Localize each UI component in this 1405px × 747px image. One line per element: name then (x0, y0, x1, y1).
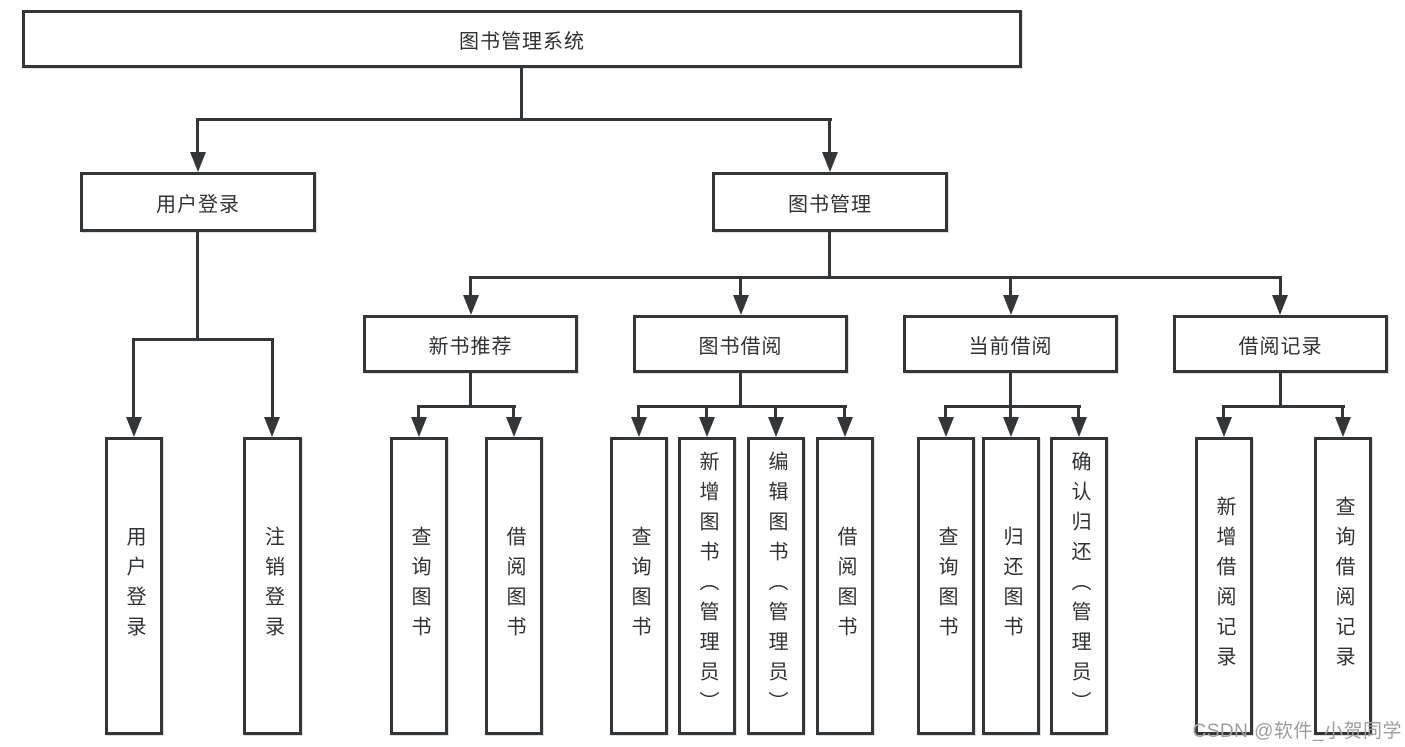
arrow-down (1216, 417, 1232, 437)
connector-drop-l3 (1009, 279, 1012, 299)
connector-bookborrow-stem (739, 373, 742, 408)
leaf-query-books-borrow: 查询图书 (610, 437, 668, 735)
arrow-down (699, 417, 715, 437)
node-label: 图书借阅 (698, 335, 783, 358)
connector-drop-leaf (1341, 408, 1344, 420)
connector-userlogin-bar (132, 338, 274, 341)
leaf-borrow-books-borrow: 借阅图书 (816, 437, 874, 735)
connector-currentborrow-stem (1009, 373, 1012, 408)
connector-root-stem (520, 68, 523, 121)
node-borrow-records: 借阅记录 (1173, 315, 1388, 373)
node-root-library-system: 图书管理系统 (22, 10, 1022, 68)
connector-drop-l3 (1279, 279, 1282, 299)
connector-bookmgmt-stem (828, 232, 831, 279)
node-label: 当前借阅 (968, 335, 1053, 358)
leaf-label: 确认归还（管理员） (1068, 451, 1090, 721)
leaf-label: 查询图书 (935, 526, 957, 646)
csdn-watermark: CSDN @软件_小贺同学 (1192, 721, 1402, 742)
leaf-logout: 注销登录 (243, 437, 302, 735)
arrow-down (1272, 295, 1288, 315)
leaf-query-books-current: 查询图书 (917, 437, 975, 735)
connector-userlogin-stem (196, 232, 199, 341)
leaf-edit-book-admin: 编辑图书（管理员） (747, 437, 805, 735)
node-book-borrow: 图书借阅 (633, 315, 848, 373)
connector-bookborrow-bar (637, 405, 847, 408)
leaf-label: 归还图书 (1000, 526, 1022, 646)
node-current-borrow: 当前借阅 (903, 315, 1118, 373)
leaf-return-books: 归还图书 (982, 437, 1040, 735)
arrow-down (631, 417, 647, 437)
arrow-down (1003, 295, 1019, 315)
leaf-label: 查询图书 (408, 526, 430, 646)
arrow-down (733, 295, 749, 315)
connector-newbook-stem (469, 373, 472, 408)
leaf-borrow-books-newbook: 借阅图书 (485, 437, 543, 735)
node-label: 用户登录 (156, 193, 240, 216)
connector-drop-leaf (774, 408, 777, 420)
connector-drop-l3 (739, 279, 742, 299)
leaf-label: 查询借阅记录 (1332, 496, 1354, 676)
leaf-add-book-admin: 新增图书（管理员） (678, 437, 736, 735)
leaf-add-borrow-record: 新增借阅记录 (1195, 437, 1253, 735)
arrow-down (938, 417, 954, 437)
connector-drop-leaf (944, 408, 947, 420)
arrow-down (506, 417, 522, 437)
leaf-user-login: 用户登录 (105, 437, 163, 735)
leaf-query-borrow-record: 查询借阅记录 (1314, 437, 1372, 735)
arrow-down (1071, 417, 1087, 437)
connector-drop-leaf (637, 408, 640, 420)
arrow-down (1335, 417, 1351, 437)
arrow-down (411, 417, 427, 437)
leaf-label: 编辑图书（管理员） (765, 451, 787, 721)
node-user-login: 用户登录 (80, 172, 316, 232)
connector-drop-leaf (843, 408, 846, 420)
leaf-label: 用户登录 (123, 526, 145, 646)
node-new-book-recommend: 新书推荐 (363, 315, 578, 373)
node-label: 新书推荐 (428, 335, 513, 358)
arrow-down (463, 295, 479, 315)
arrow-down (837, 417, 853, 437)
connector-drop-user-login (196, 121, 199, 155)
connector-bookmgmt-bar (469, 276, 1282, 279)
connector-borrowrecords-bar (1222, 405, 1345, 408)
connector-drop-leaf (1009, 408, 1012, 420)
arrow-down (264, 417, 280, 437)
connector-newbook-bar (417, 405, 516, 408)
leaf-label: 注销登录 (261, 526, 284, 646)
leaf-label: 新增图书（管理员） (696, 451, 718, 721)
connector-drop-l3 (469, 279, 472, 299)
leaf-confirm-return-admin: 确认归还（管理员） (1050, 437, 1108, 735)
node-label: 借阅记录 (1238, 335, 1323, 358)
arrow-down (1003, 417, 1019, 437)
connector-drop-leaf (1222, 408, 1225, 420)
connector-drop-leaf (271, 341, 274, 421)
connector-currentborrow-bar (944, 405, 1081, 408)
connector-drop-leaf (705, 408, 708, 420)
arrow-down (190, 152, 206, 172)
connector-drop-leaf (512, 408, 515, 420)
connector-drop-leaf (132, 341, 135, 421)
connector-borrowrecords-stem (1279, 373, 1282, 408)
arrow-down (768, 417, 784, 437)
node-label: 图书管理系统 (459, 30, 585, 53)
node-book-management: 图书管理 (712, 172, 948, 232)
connector-drop-book-mgmt (828, 121, 831, 155)
leaf-label: 查询图书 (628, 526, 650, 646)
leaf-query-books-newbook: 查询图书 (390, 437, 448, 735)
leaf-label: 借阅图书 (503, 526, 525, 646)
arrow-down (822, 152, 838, 172)
arrow-down (126, 417, 142, 437)
connector-drop-leaf (1077, 408, 1080, 420)
leaf-label: 借阅图书 (834, 526, 856, 646)
leaf-label: 新增借阅记录 (1213, 496, 1235, 676)
connector-root-bar (196, 118, 832, 121)
connector-drop-leaf (417, 408, 420, 420)
node-label: 图书管理 (788, 193, 872, 216)
